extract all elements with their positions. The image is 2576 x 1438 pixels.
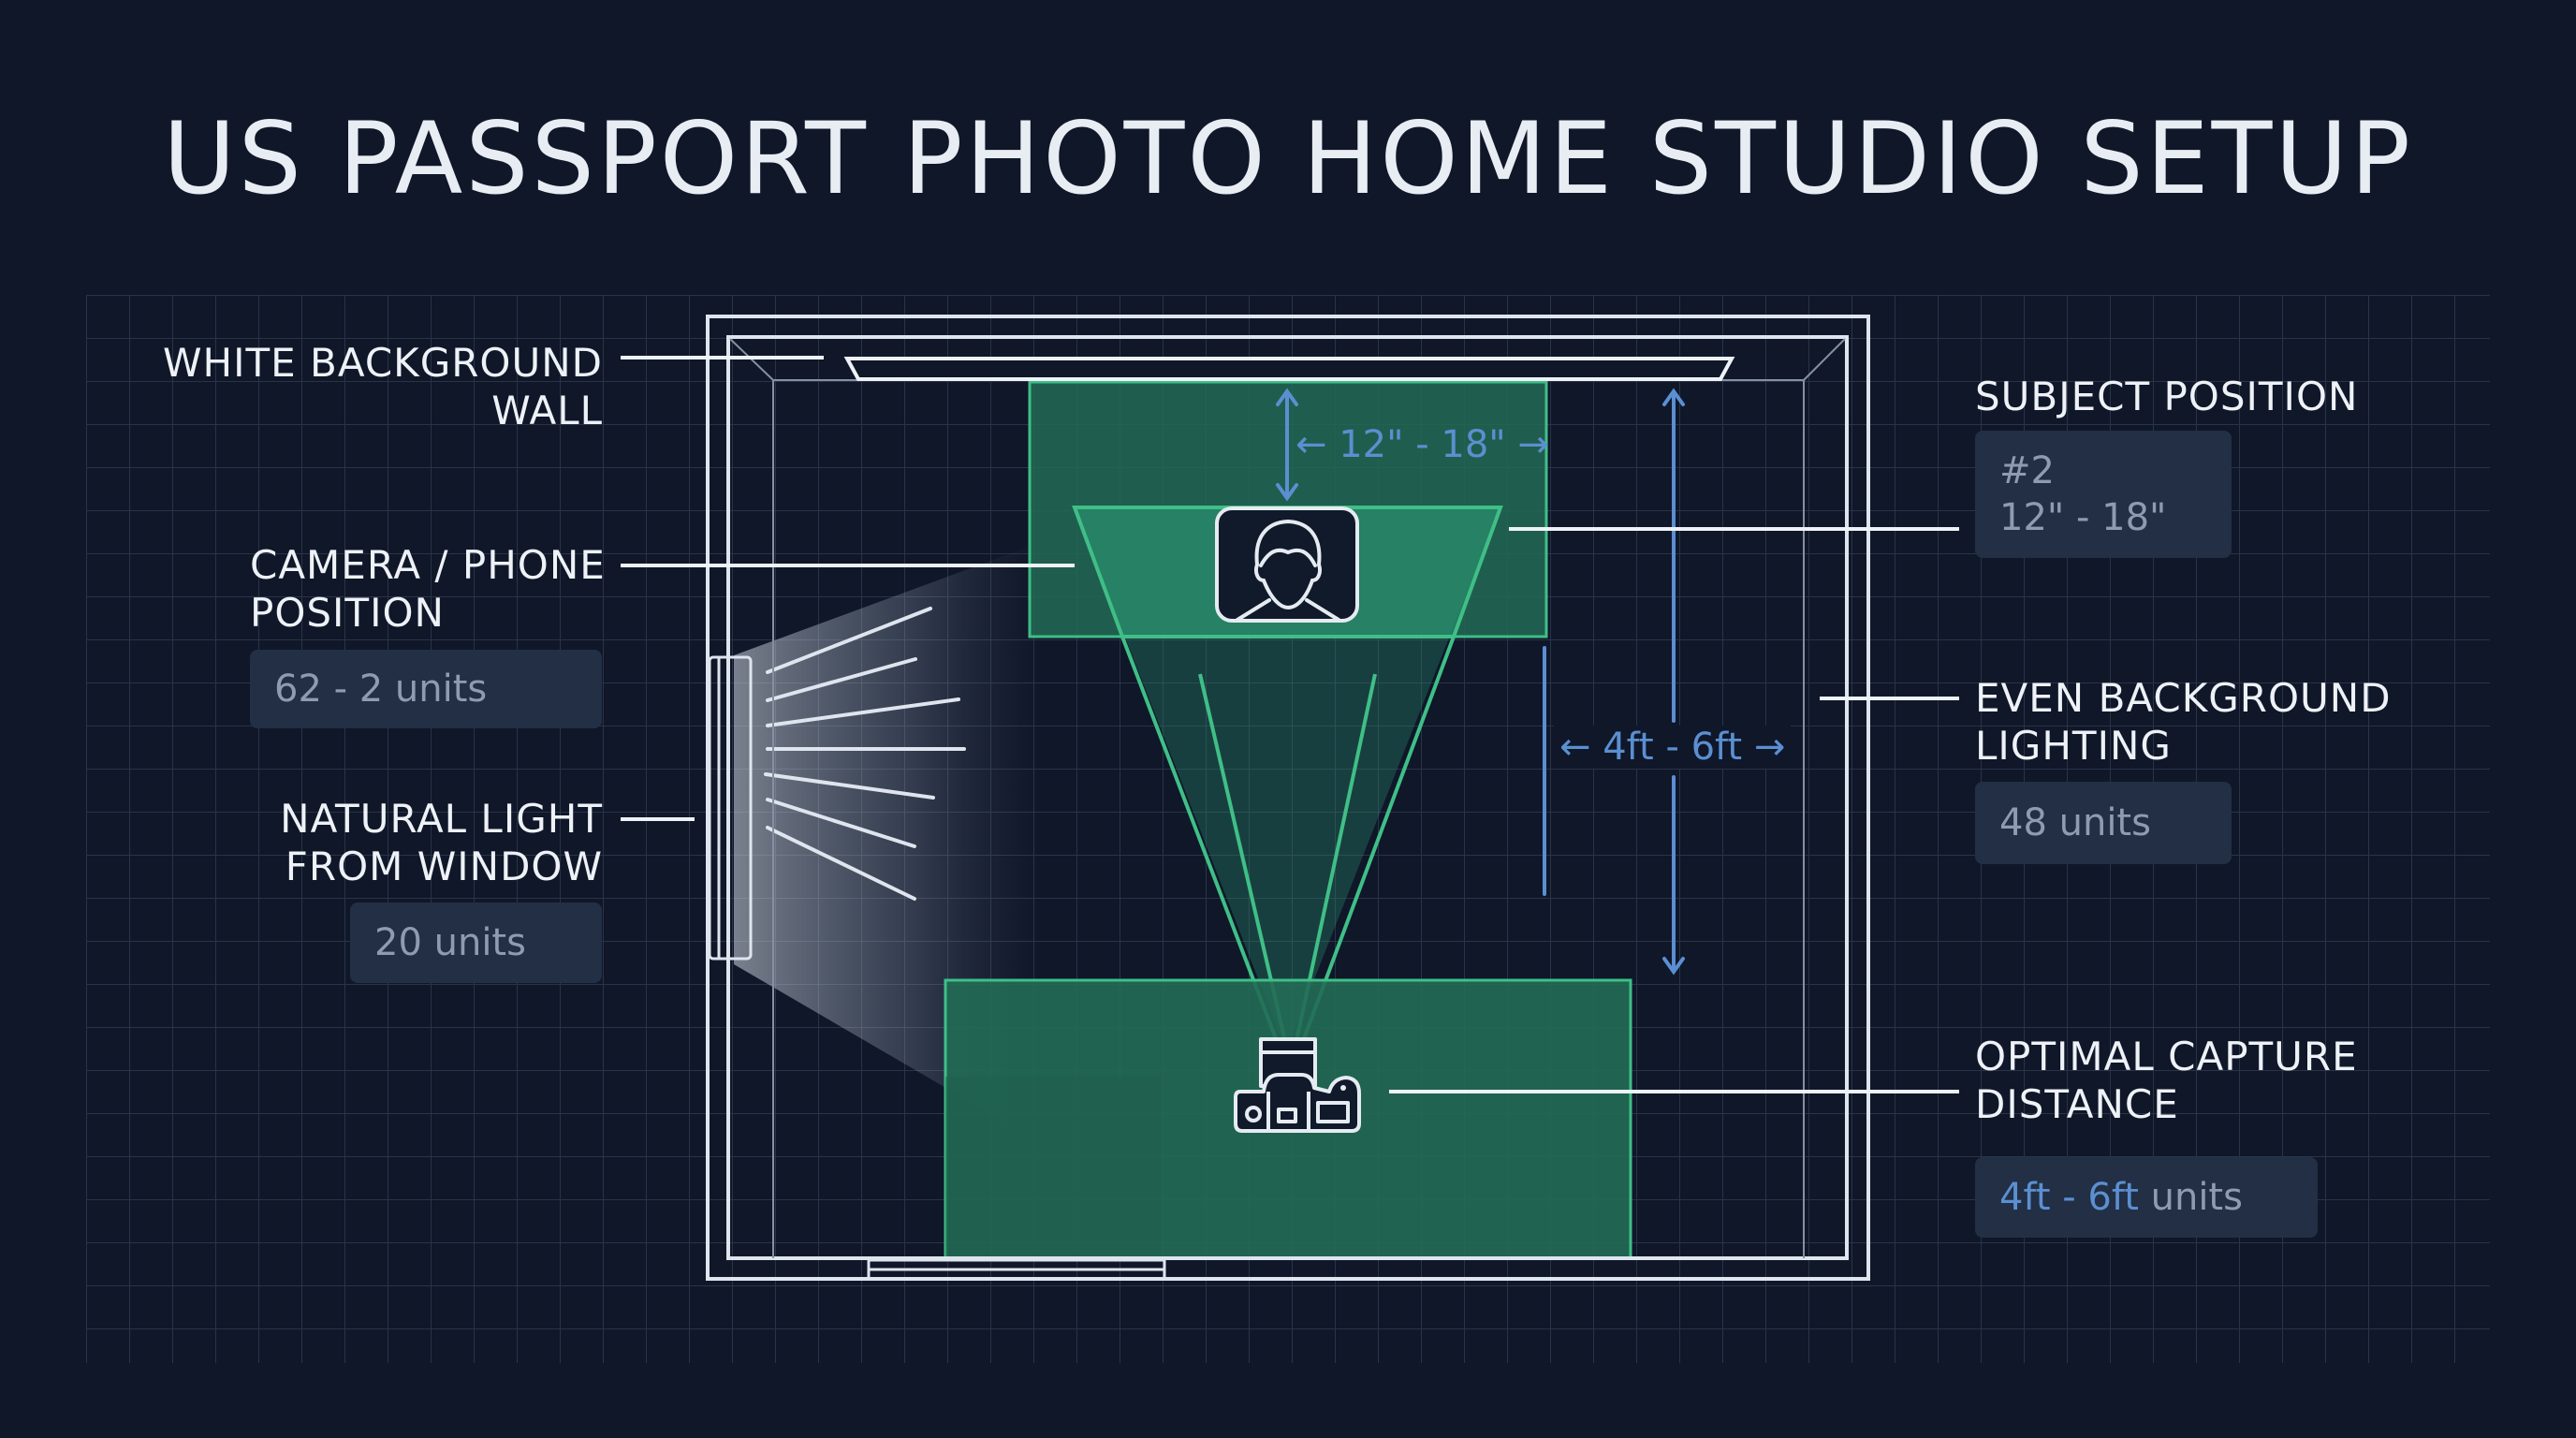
dimension-wall-to-subject: ← 12" - 18" → [1295,423,1549,466]
dimension-lines [1276,388,1685,976]
capture-range: 4ft - 6ft [1999,1176,2139,1219]
chip-lighting-value: 48 units [1975,782,2232,864]
camera-icon [1234,1037,1361,1133]
label-natural-light: NATURAL LIGHT FROM WINDOW [280,796,603,889]
chip-capture-value: 4ft - 6ft units [1975,1157,2318,1238]
label-optimal-capture-distance: OPTIMAL CAPTURE DISTANCE [1975,1034,2358,1127]
camera-frustum [1075,507,1500,1041]
dimension-subject-to-camera: ← 4ft - 6ft → [1554,726,1792,769]
label-camera-position: CAMERA / PHONE POSITION [250,542,606,636]
label-white-background-wall: WHITE BACKGROUND WALL [162,340,603,433]
person-portrait-icon [1215,506,1359,623]
window-icon [708,655,753,961]
page-title: US PASSPORT PHOTO HOME STUDIO SETUP [163,101,2413,216]
door-icon [867,1258,1166,1281]
capture-unit: units [2150,1176,2243,1219]
label-even-background-lighting: EVEN BACKGROUND LIGHTING [1975,675,2392,769]
chip-subject-value: #2 12" - 18" [1975,431,2232,558]
white-backdrop [843,357,1735,381]
label-subject-position: SUBJECT POSITION [1975,374,2359,419]
room-walls [706,315,1870,1281]
chip-camera-value: 62 - 2 units [250,650,602,728]
leader-lines [621,356,1959,1093]
chip-window-value: 20 units [350,902,602,983]
